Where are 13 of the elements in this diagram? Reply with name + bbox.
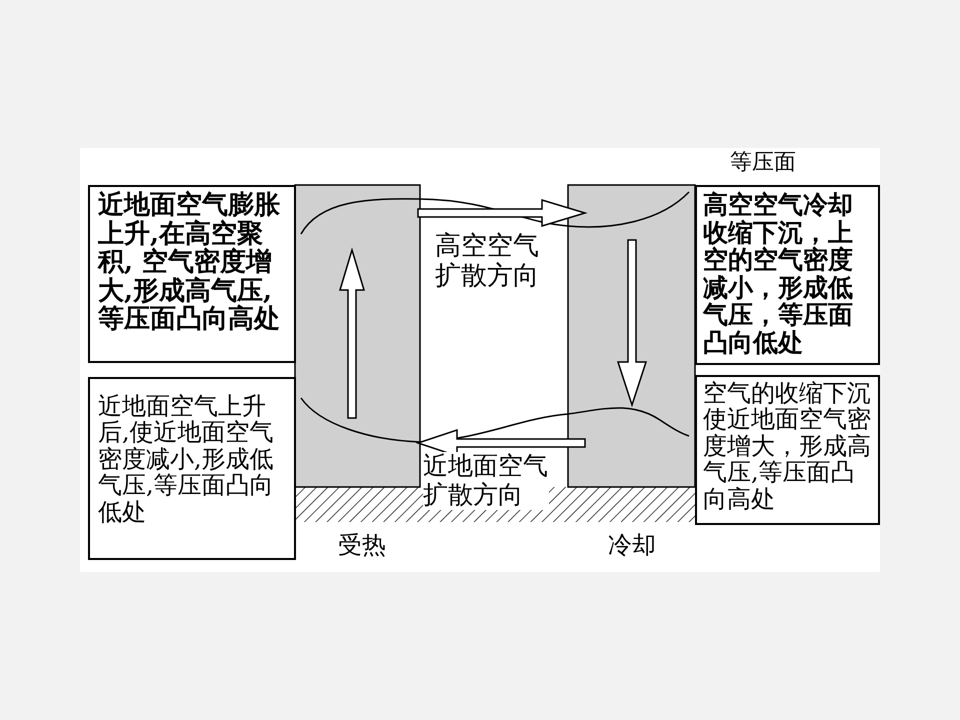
flow-label: 高空空气扩散方向 <box>435 232 540 292</box>
ground-label: 受热 <box>338 532 387 560</box>
flow-label: 近地面空气扩散方向 <box>423 452 549 510</box>
description-text: 空气的收缩下沉使近地面空气密度增大，形成高气压,等压面凸向高处 <box>703 380 872 512</box>
description-text: 近地面空气上升后,使近地面空气密度减小,形成低气压,等压面凸向低处 <box>98 393 275 525</box>
ground-label: 冷却 <box>608 532 657 560</box>
description-text: 近地面空气膨胀上升,在高空聚积, 空气密度增大,形成高气压,等压面凸向高处 <box>98 191 281 334</box>
description-text: 高空空气冷却收缩下沉，上空的空气密度减小，形成低气压，等压面凸向低处 <box>703 191 854 356</box>
isobar-label: 等压面 <box>730 150 797 176</box>
text-box <box>88 377 296 560</box>
text-box <box>88 185 296 363</box>
text-box <box>695 375 880 525</box>
text-box <box>695 185 880 365</box>
